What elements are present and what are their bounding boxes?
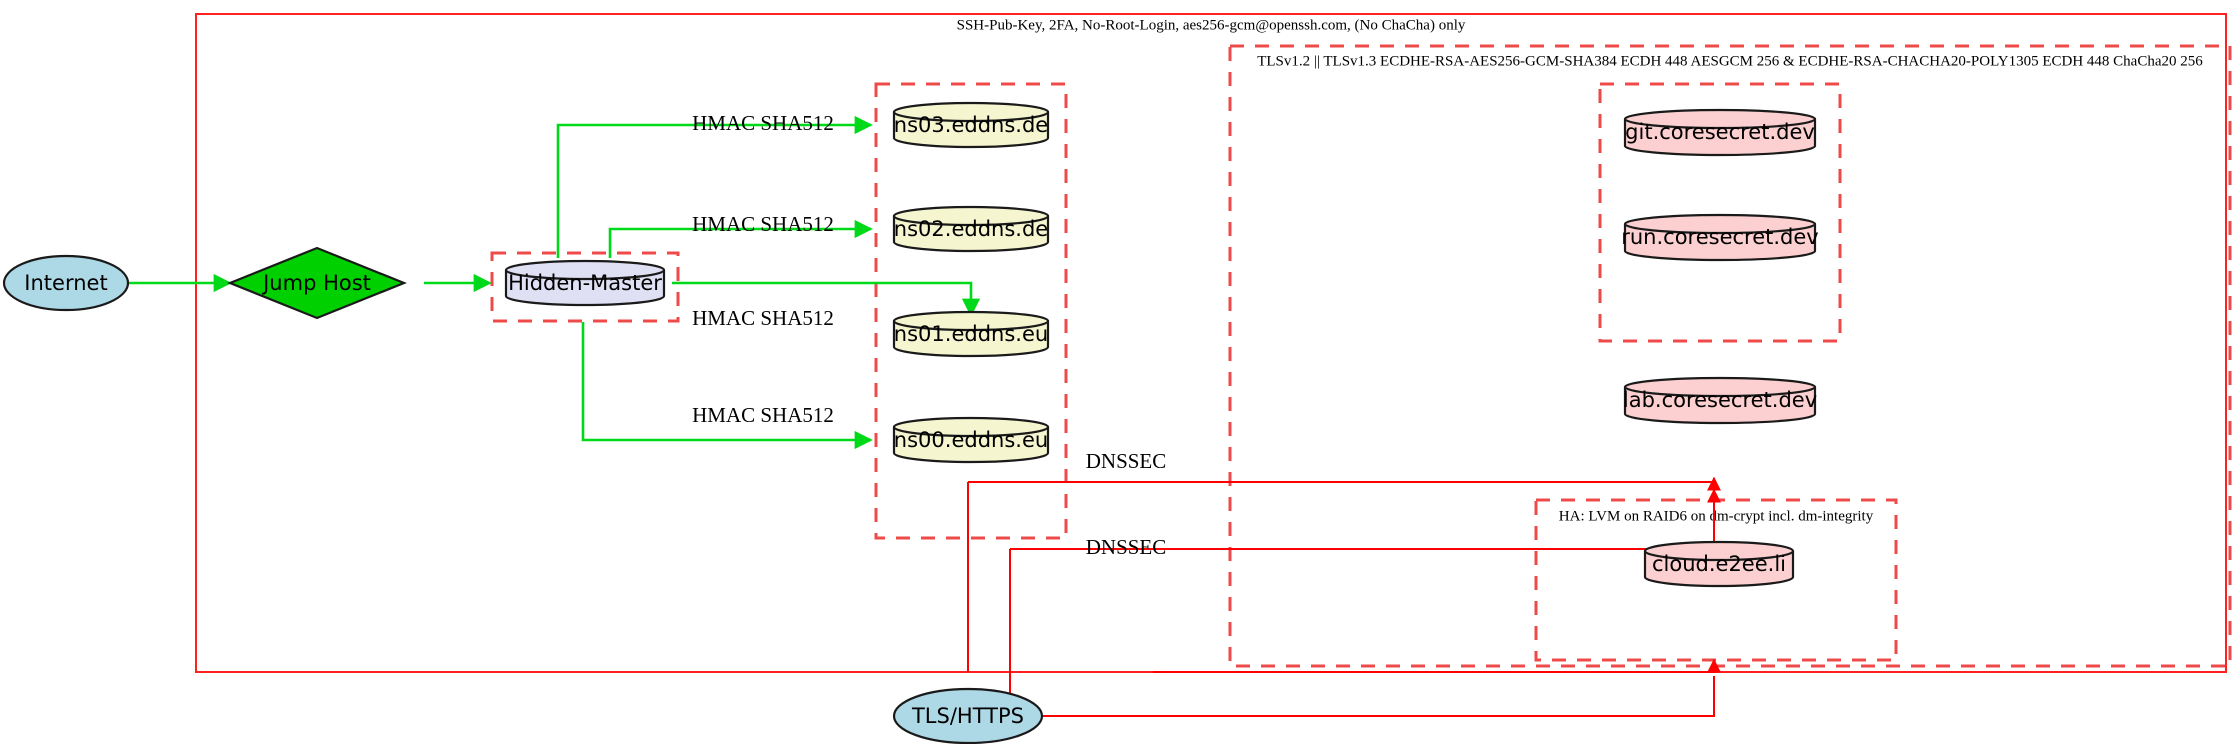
- cluster-nameservers: [874, 82, 1068, 540]
- node-ns00-shape[interactable]: [892, 416, 1050, 464]
- node-git-coresecret-label: git.coresecret.dev: [1625, 120, 1815, 144]
- node-hidden-master-label: Hidden-Master: [508, 271, 662, 295]
- node-internet[interactable]: Internet: [2, 254, 130, 312]
- cluster-tls: TLSv1.2 || TLSv1.3 ECDHE-RSA-AES256-GCM-…: [1228, 44, 2232, 668]
- node-tls-https-label: TLS/HTTPS: [911, 704, 1024, 728]
- edge-label-hmac-ns00: HMAC SHA512: [692, 403, 834, 427]
- cluster-tls-border: [1228, 44, 2232, 668]
- node-internet-label: Internet: [24, 271, 107, 295]
- edge-master-to-ns03: [556, 115, 873, 258]
- node-tls-https-shape[interactable]: [892, 687, 1044, 744]
- node-jump-host-label: Jump Host: [261, 271, 371, 295]
- node-ns00-label: ns00.eddns.eu: [894, 428, 1048, 452]
- node-lab-coresecret-label: lab.coresecret.dev: [1623, 388, 1817, 412]
- edge-dnssec-upper: [968, 476, 1721, 491]
- node-ns01-shape[interactable]: [892, 310, 1050, 358]
- node-ns03-shape[interactable]: [892, 101, 1050, 149]
- node-run-coresecret-label: run.coresecret.dev: [1621, 225, 1819, 249]
- node-lab-coresecret-shape[interactable]: [1623, 376, 1817, 425]
- node-git-coresecret[interactable]: git.coresecret.dev: [1623, 108, 1817, 157]
- edge-tls-to-cloud: [1153, 658, 1721, 673]
- cluster-ssh-label: SSH-Pub-Key, 2FA, No-Root-Login, aes256-…: [957, 17, 1466, 33]
- node-ns01[interactable]: ns01.eddns.eu: [892, 310, 1050, 358]
- node-ns02[interactable]: ns02.eddns.de: [892, 205, 1050, 253]
- node-ns00-top: [892, 426, 1050, 438]
- node-cloud-e2ee-top: [1643, 550, 1795, 562]
- edge-master-to-ns01: [672, 281, 981, 317]
- cluster-tls-label: TLSv1.2 || TLSv1.3 ECDHE-RSA-AES256-GCM-…: [1257, 53, 2203, 69]
- cluster-ssh-border: [195, 13, 2227, 673]
- node-hidden-master-shape[interactable]: [504, 259, 666, 307]
- node-run-coresecret[interactable]: run.coresecret.dev: [1621, 213, 1819, 262]
- node-ns02-label: ns02.eddns.de: [894, 217, 1048, 241]
- node-hidden-master[interactable]: Hidden-Master: [504, 259, 666, 307]
- cluster-nameservers-border: [874, 82, 1068, 540]
- edge-label-hmac-ns02: HMAC SHA512: [692, 212, 834, 236]
- node-lab-coresecret-top: [1623, 386, 1817, 398]
- cluster-ha-label: HA: LVM on RAID6 on dm-crypt incl. dm-in…: [1559, 508, 1874, 524]
- node-ns01-label: ns01.eddns.eu: [894, 322, 1048, 346]
- edge-label-hmac-ns03: HMAC SHA512: [692, 111, 834, 135]
- node-git-coresecret-top: [1623, 118, 1817, 130]
- node-ns00[interactable]: ns00.eddns.eu: [892, 416, 1050, 464]
- node-cloud-e2ee[interactable]: cloud.e2ee.li: [1643, 540, 1795, 588]
- cluster-ssh: SSH-Pub-Key, 2FA, No-Root-Login, aes256-…: [195, 13, 2227, 673]
- node-ns03-top: [892, 111, 1050, 123]
- edge-label-dnssec-lower: DNSSEC: [1086, 535, 1167, 559]
- node-ns03-label: ns03.eddns.de: [894, 113, 1048, 137]
- node-ns02-top: [892, 215, 1050, 227]
- node-jump-host-shape[interactable]: [227, 246, 407, 320]
- node-internet-shape[interactable]: [2, 254, 130, 312]
- edge-master-to-ns00: [581, 322, 873, 450]
- node-jump-host[interactable]: Jump Host: [227, 246, 407, 320]
- node-lab-coresecret[interactable]: lab.coresecret.dev: [1623, 376, 1817, 425]
- node-hidden-master-top: [504, 269, 666, 281]
- node-ns03[interactable]: ns03.eddns.de: [892, 101, 1050, 149]
- edge-master-to-ns02: [608, 219, 873, 258]
- node-tls-https[interactable]: TLS/HTTPS: [892, 687, 1044, 744]
- node-ns01-top: [892, 320, 1050, 332]
- edge-tlshttps-right: [1042, 676, 1715, 717]
- node-ns02-shape[interactable]: [892, 205, 1050, 253]
- node-run-coresecret-shape[interactable]: [1623, 213, 1817, 262]
- edge-label-dnssec-upper: DNSSEC: [1086, 449, 1167, 473]
- node-run-coresecret-top: [1623, 223, 1817, 235]
- edge-label-hmac-ns01: HMAC SHA512: [692, 306, 834, 330]
- node-cloud-e2ee-shape[interactable]: [1643, 540, 1795, 588]
- node-cloud-e2ee-label: cloud.e2ee.li: [1652, 552, 1786, 576]
- node-git-coresecret-shape[interactable]: [1623, 108, 1817, 157]
